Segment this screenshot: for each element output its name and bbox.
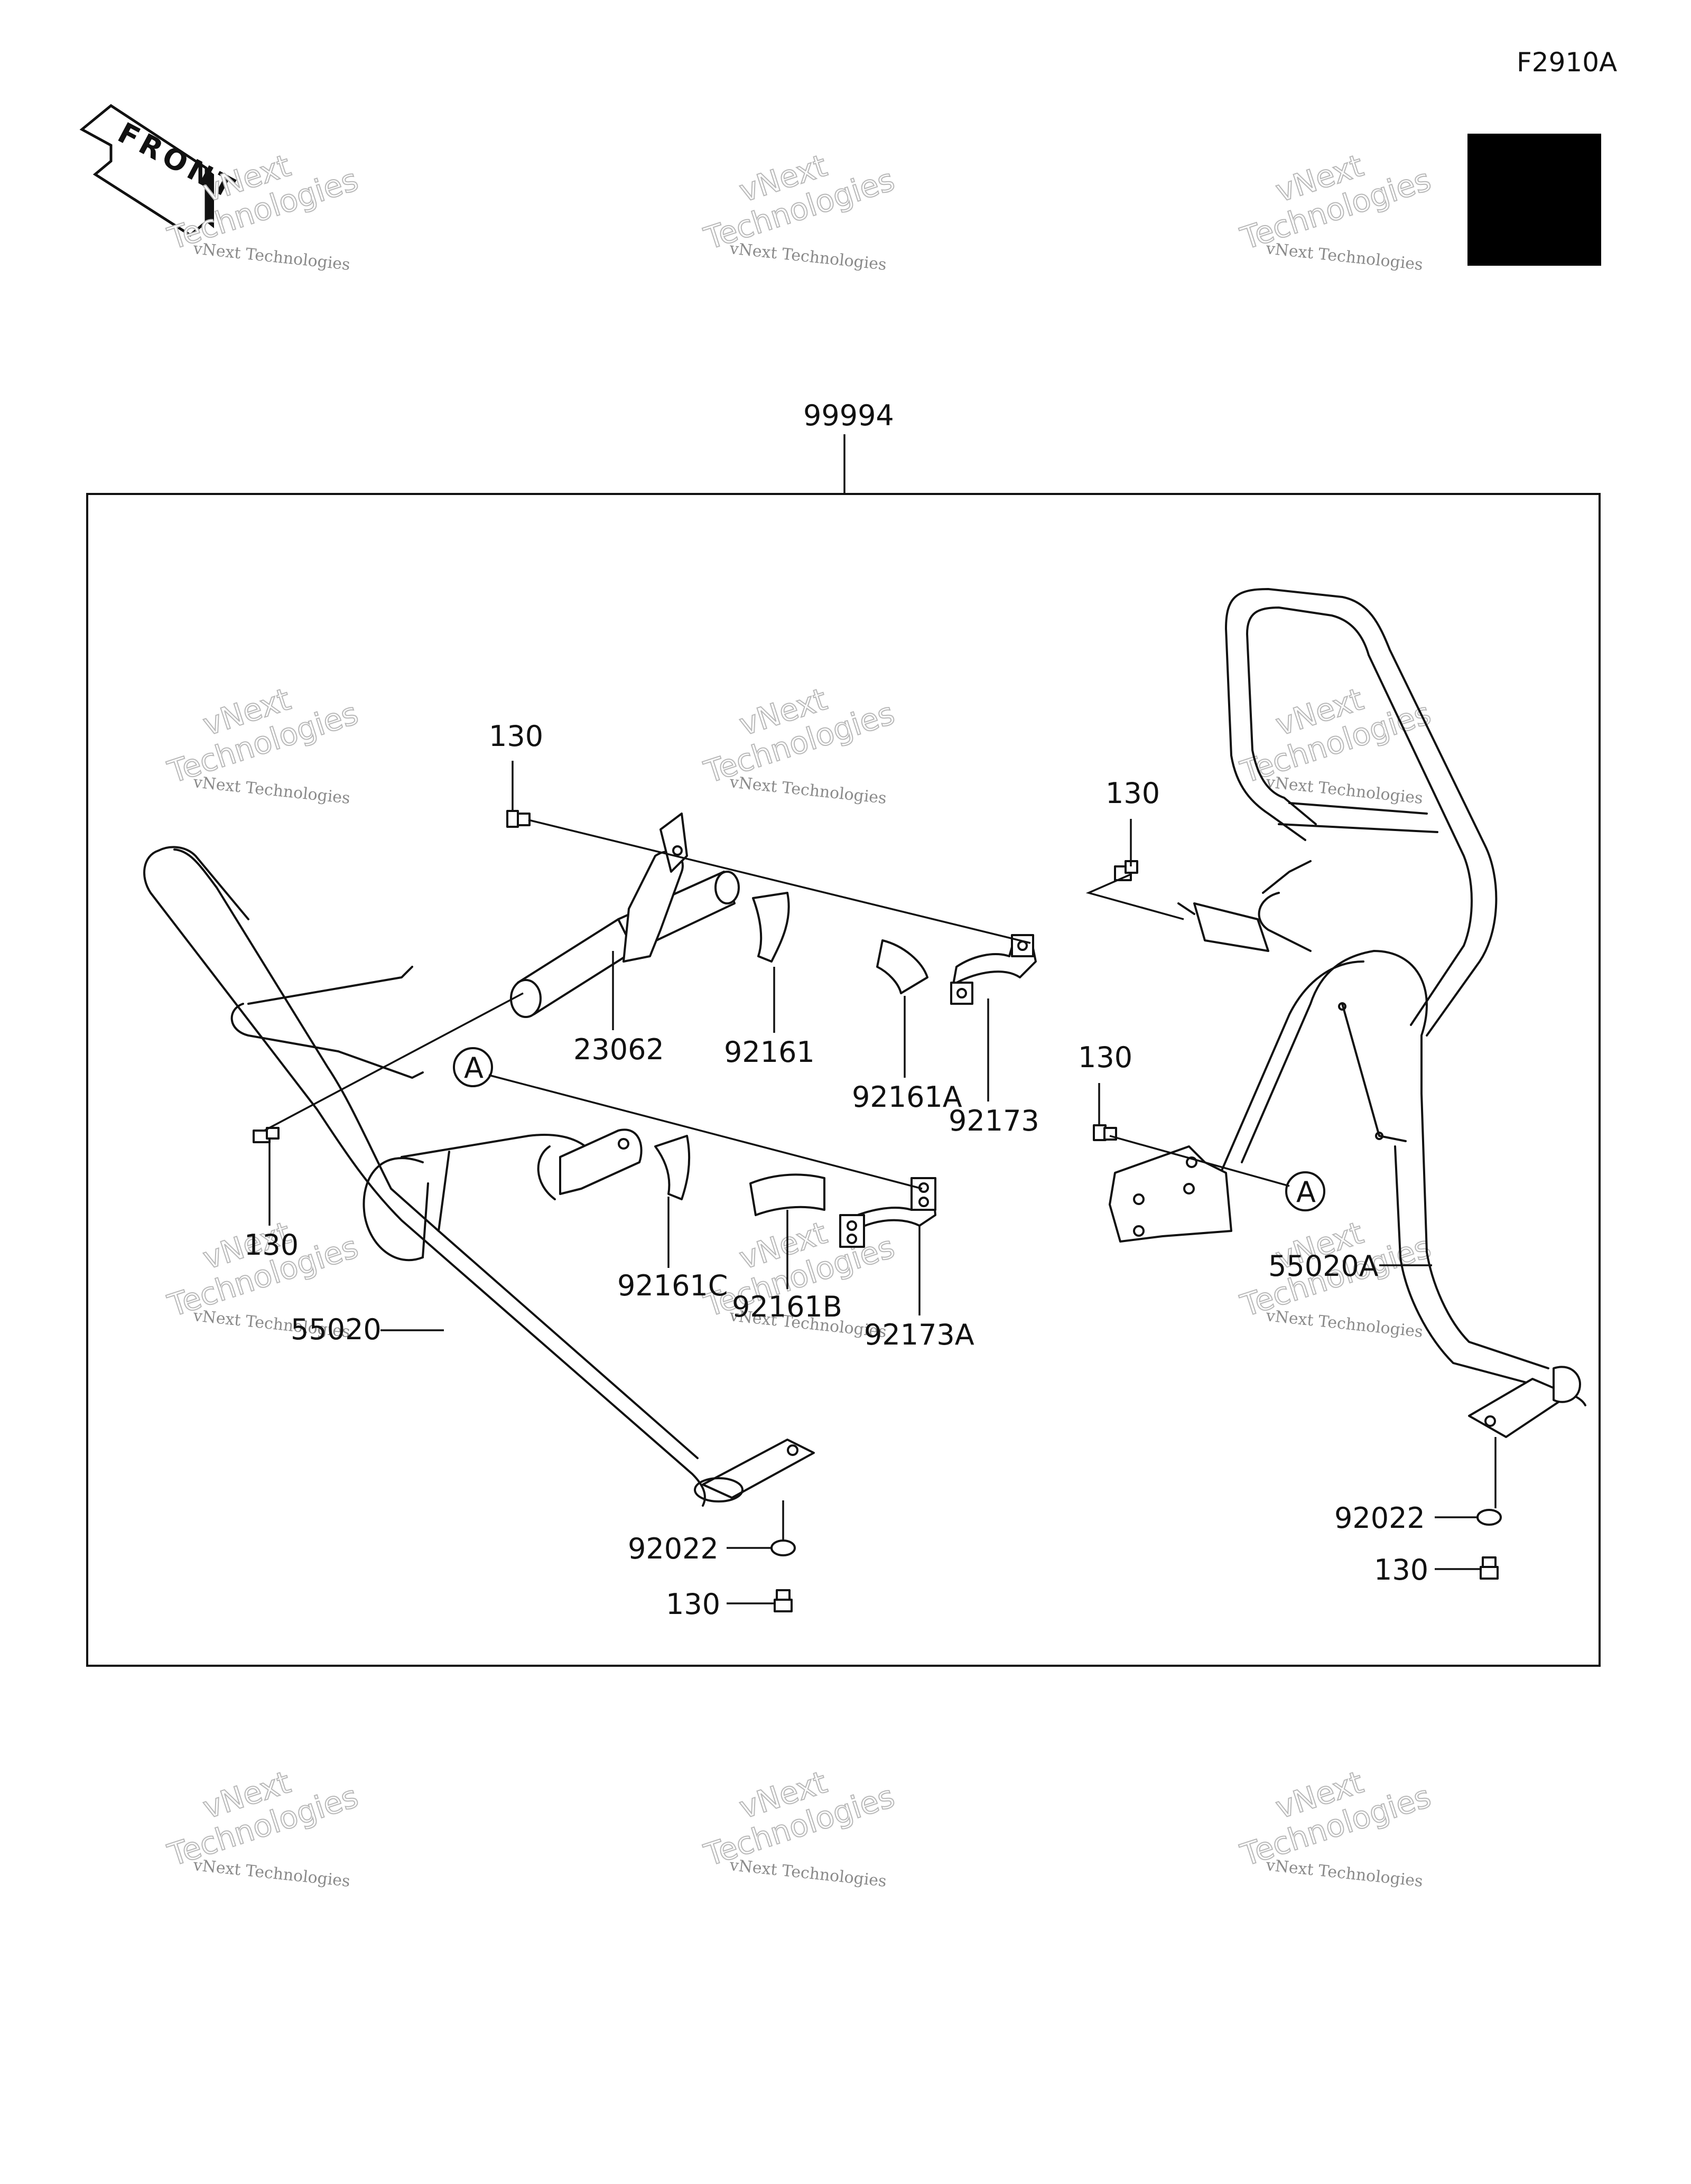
bolt-icon <box>774 1589 793 1612</box>
cushion-92161c-drawing <box>654 1135 691 1200</box>
watermark: vNext Technologies <box>1235 680 1435 791</box>
label-bolt-130: 130 <box>244 1228 299 1262</box>
guard-left-drawing <box>143 846 815 1507</box>
label-cushion-92161a: 92161A <box>852 1080 962 1114</box>
label-clamp-92173: 92173 <box>949 1104 1039 1137</box>
bolt-icon <box>1093 1124 1117 1141</box>
cushion-92161b-drawing <box>749 1173 825 1216</box>
watermarks: vNext Technologies vNext Technologies vN… <box>163 147 1435 1891</box>
clamp-92173a-drawing <box>839 1177 936 1248</box>
leader-lines <box>268 761 1497 1604</box>
watermark: vNext Technologies <box>699 147 899 257</box>
label-cushion-92161: 92161 <box>724 1035 815 1069</box>
assembly-lines <box>264 819 1290 1190</box>
watermark-caption: vNext Technologies <box>192 1856 351 1891</box>
cushion-92161-drawing <box>752 892 790 963</box>
bolt-icon <box>253 1127 280 1143</box>
label-bolt-130: 130 <box>1078 1041 1132 1074</box>
watermark: vNext Technologies <box>163 1763 363 1874</box>
index-square <box>1467 134 1601 266</box>
label-cushion-92161b: 92161B <box>732 1290 842 1323</box>
clamp-92173-drawing <box>950 934 1037 1005</box>
label-cushion-92161c: 92161C <box>617 1269 728 1302</box>
damper-drawing <box>510 813 740 1018</box>
washer-icon <box>1476 1509 1502 1526</box>
watermark-caption: vNext Technologies <box>728 239 887 274</box>
ref-a-left: A <box>464 1051 484 1085</box>
label-bolt-130: 130 <box>666 1588 720 1621</box>
bolt-icon <box>506 810 531 828</box>
ref-a-left-circle <box>453 1047 493 1087</box>
washer-icon <box>770 1539 796 1556</box>
watermark-caption: vNext Technologies <box>728 773 887 808</box>
watermark-caption: vNext Technologies <box>1265 1856 1424 1891</box>
watermark-caption: vNext Technologies <box>192 773 351 808</box>
ref-a-right: A <box>1296 1175 1316 1209</box>
label-guard-55020: 55020 <box>291 1313 382 1346</box>
watermark: vNext Technologies <box>699 680 899 791</box>
label-clamp-92173a: 92173A <box>864 1318 974 1351</box>
watermark: vNext Technologies <box>699 1763 899 1874</box>
guard-right-drawing <box>1109 588 1586 1438</box>
label-damper-23062: 23062 <box>573 1033 664 1066</box>
bolt-icon <box>1480 1556 1499 1580</box>
watermark-caption: vNext Technologies <box>192 239 351 274</box>
label-bolt-130: 130 <box>1105 777 1160 810</box>
watermark-caption: vNext Technologies <box>1265 1306 1424 1341</box>
watermark: vNext Technologies <box>1235 1763 1435 1874</box>
ref-a-right-circle <box>1285 1171 1325 1211</box>
label-bolt-130: 130 <box>489 720 543 753</box>
label-guard-55020a: 55020A <box>1268 1249 1379 1283</box>
label-washer-92022: 92022 <box>1334 1501 1425 1535</box>
watermark: vNext Technologies <box>1235 147 1435 257</box>
label-bolt-130: 130 <box>1374 1553 1428 1586</box>
page-code: F2910A <box>1517 47 1617 78</box>
bolt-icon <box>1114 860 1138 881</box>
label-washer-92022: 92022 <box>628 1532 719 1565</box>
watermark: vNext Technologies <box>163 680 363 791</box>
watermark-caption: vNext Technologies <box>728 1856 887 1891</box>
assembly-frame <box>86 493 1601 1667</box>
cushion-92161a-drawing <box>876 939 928 994</box>
watermark-caption: vNext Technologies <box>1265 239 1424 274</box>
assembly-number: 99994 <box>803 399 894 432</box>
